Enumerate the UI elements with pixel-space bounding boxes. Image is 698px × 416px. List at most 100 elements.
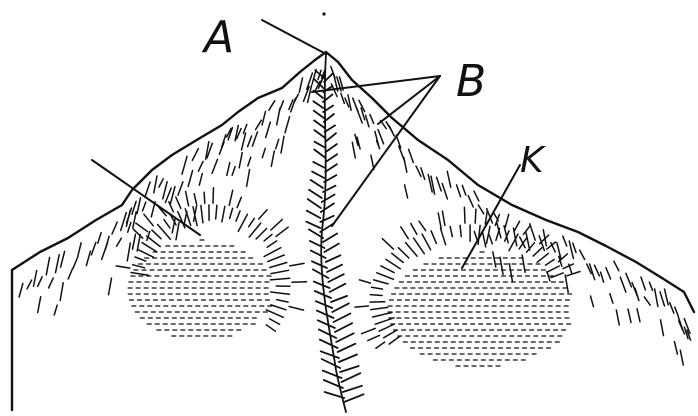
slope-hachure <box>616 310 619 325</box>
hollow-hachure <box>384 330 397 338</box>
hollow-hachure <box>142 243 156 252</box>
hollow-hachure <box>547 266 559 272</box>
slope-hachure <box>222 135 226 148</box>
gully-branch <box>308 199 321 208</box>
hollow-hachure <box>237 197 241 207</box>
slope-hachure <box>137 198 140 214</box>
gully-branch <box>322 195 335 203</box>
hollow-hachure <box>360 280 371 283</box>
slope-hachure <box>641 277 645 290</box>
hollow-hachure <box>116 266 130 268</box>
hollow-hachure <box>236 211 240 221</box>
hollow-hachure <box>290 263 304 266</box>
slope-hachure <box>78 243 81 256</box>
hollow-hachure <box>176 197 181 208</box>
slope-hachure <box>86 251 90 265</box>
slope-hachure <box>128 223 131 233</box>
stray-dot <box>322 12 325 15</box>
gully-branch <box>314 111 324 118</box>
hollow-hachure <box>267 241 277 247</box>
slope-hachure <box>312 70 316 84</box>
slope-hachure <box>670 303 674 313</box>
slope-hachure <box>468 196 473 207</box>
gully-branch <box>328 274 344 282</box>
slope-hachure <box>165 188 171 203</box>
slope-hachure <box>163 182 167 199</box>
gully-branch <box>325 164 337 172</box>
slope-hachure <box>243 125 246 134</box>
hollow-hachure <box>266 310 283 318</box>
slope-hachure <box>474 232 477 241</box>
hollow-hachure <box>505 214 509 227</box>
slope-hachure <box>133 234 136 249</box>
slope-hachure <box>248 157 251 166</box>
gully-branch <box>325 133 336 142</box>
slope-hachure <box>269 101 275 110</box>
slope-hachure <box>493 252 496 267</box>
slope-hachure <box>421 168 425 180</box>
hollow-hachure <box>213 188 214 203</box>
hollow-hachure <box>270 319 280 325</box>
hollow-hachure <box>147 236 161 247</box>
gully-branch <box>326 144 337 152</box>
slope-hachure <box>680 350 683 365</box>
hollow-hachure <box>392 253 404 262</box>
hollow-hachure <box>376 342 385 348</box>
slope-hachure <box>192 149 198 161</box>
slope-hachure <box>252 132 257 146</box>
gully-branch <box>317 311 334 318</box>
hollow-hachure <box>362 328 376 333</box>
slope-hachure <box>154 176 157 193</box>
slope-hachure <box>573 243 576 252</box>
hollow-hachure <box>381 266 394 273</box>
slope-hachure <box>405 185 408 198</box>
slope-hachure <box>117 238 122 246</box>
slope-hachure <box>49 278 54 288</box>
hollow-hachure <box>398 248 409 258</box>
hollow-hachure <box>533 248 542 256</box>
hollow-hachure <box>414 238 425 254</box>
hollow-hachure <box>406 243 418 257</box>
slope-hachure <box>127 208 132 223</box>
hollow-hachure <box>475 209 476 223</box>
slope-hachure <box>61 251 65 267</box>
slope-hachure <box>247 170 250 187</box>
gully-branch <box>331 296 347 302</box>
slope-hachure <box>127 243 130 261</box>
slope-hachure <box>248 136 252 147</box>
hollow-hachure <box>276 227 288 236</box>
hollow-hachure <box>377 273 394 280</box>
slope-hachure <box>188 171 192 187</box>
slope-hachure <box>299 78 302 92</box>
slope-hachure <box>442 184 447 200</box>
hollow-hachure <box>386 259 400 268</box>
gully-branch <box>336 333 354 342</box>
gully-branch <box>340 366 359 372</box>
hollow-hachure <box>371 307 388 309</box>
slope-hachure <box>178 182 183 196</box>
left-slope-hatching <box>19 70 325 316</box>
slope-hachure <box>366 115 369 127</box>
slope-hachure <box>112 222 117 234</box>
gully-branch <box>321 203 334 212</box>
slope-hachure <box>68 269 72 279</box>
slope-hachure <box>620 277 626 292</box>
slope-hachure <box>109 278 112 295</box>
hollow-hachure <box>537 253 548 262</box>
gully-branch <box>323 371 342 378</box>
leader-left <box>92 160 200 235</box>
slope-hachure <box>483 233 486 247</box>
gully-branch <box>344 394 363 402</box>
slope-hachure <box>281 136 284 153</box>
gully-branch <box>314 120 325 128</box>
gully-branch <box>326 255 341 262</box>
hollow-hachure <box>194 194 197 204</box>
slope-hachure <box>271 151 274 166</box>
hollow-hachure <box>422 234 431 250</box>
hollow-hachure <box>135 257 146 261</box>
slope-hachure <box>121 213 127 231</box>
slope-hachure <box>27 280 32 289</box>
hollow-hachure <box>450 227 452 237</box>
hollow-hachure <box>268 255 285 262</box>
hollow-hachure <box>496 228 500 240</box>
